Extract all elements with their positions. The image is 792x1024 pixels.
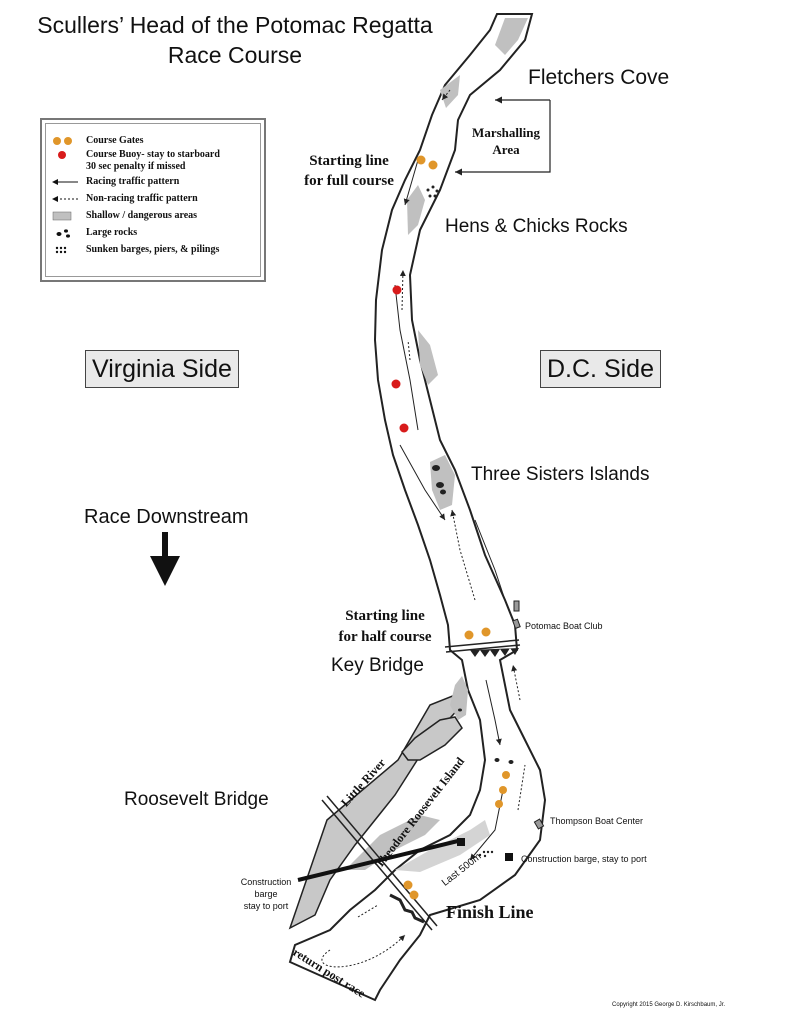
potomac-boat-club-label: Potomac Boat Club [525,621,603,631]
construction-barge-line [297,838,463,882]
start-half-line2: for half course [338,629,432,645]
racing-arrow-icon [52,178,86,186]
legend-row-shallow: Shallow / dangerous areas [52,207,256,224]
construction-left-line2: barge [254,889,278,899]
construction-barge-left-label: Construction barge stay to port [230,876,302,912]
hens-chicks-label: Hens & Chicks Rocks [445,216,628,237]
course-buoy-icon [52,149,86,161]
construction-barge-right-marker [505,853,513,861]
non-racing-arrow-icon [52,195,86,203]
construction-left-line1: Construction [240,877,292,887]
legend-label: Non-racing traffic pattern [86,192,198,204]
marshalling-pointers [455,96,551,176]
legend-row-non-racing: Non-racing traffic pattern [52,190,256,207]
legend-label: Large rocks [86,226,138,238]
starting-line-half-label: Starting line for half course [332,606,438,648]
legend-row-gates: Course Gates [52,132,256,149]
legend-label: Racing traffic pattern [86,175,180,187]
key-bridge [444,639,521,657]
legend-row-barges: Sunken barges, piers, & pilings [52,241,256,258]
three-sisters-label: Three Sisters Islands [471,464,650,485]
large-rocks [432,465,514,764]
race-downstream-arrow [150,532,180,586]
legend-label: Course Buoy- stay to starboard 30 sec pe… [86,149,220,173]
roosevelt-bridge-label: Roosevelt Bridge [124,789,269,810]
fletchers-cove-label: Fletchers Cove [528,66,670,89]
sunken-barges-icon [52,245,86,255]
legend-buoy-line2: 30 sec penalty if missed [86,161,186,172]
shallow-area-icon [52,211,86,221]
large-rocks-icon [52,228,86,238]
legend-label: Shallow / dangerous areas [86,209,198,221]
race-downstream-label: Race Downstream [84,506,249,528]
potomac-boat-club-dock [513,600,520,612]
map-title-line1: Scullers’ Head of the Potomac Regatta [37,12,433,38]
course-gates [403,155,510,900]
start-full-line1: Starting line [309,153,389,169]
legend-row-racing: Racing traffic pattern [52,173,256,190]
non-racing-pattern [321,89,526,968]
legend-buoy-line1: Course Buoy- stay to starboard [86,149,220,160]
marshalling-line1: Marshalling [472,125,540,140]
legend-row-buoy: Course Buoy- stay to starboard 30 sec pe… [52,149,256,173]
course-buoys [391,285,409,433]
sunken-barges [426,185,494,858]
key-bridge-label: Key Bridge [331,655,424,676]
legend-box: Course Gates Course Buoy- stay to starbo… [40,118,266,282]
construction-barge-right-label: Construction barge, stay to port [521,854,647,864]
marshalling-line2: Area [492,142,520,157]
course-gates-icon [52,136,86,146]
copyright-text: Copyright 2015 George D. Kirschbaum, Jr. [612,1002,726,1008]
potomac-boat-club-dock-2 [512,618,521,630]
starting-line-full-label: Starting line for full course [296,151,402,191]
legend-row-rocks: Large rocks [52,224,256,241]
start-full-line2: for full course [304,173,394,189]
construction-barge-left-marker [457,838,465,846]
thompson-boat-center-label: Thompson Boat Center [550,816,644,826]
map-title-line2: Race Course [167,42,303,68]
legend-label: Sunken barges, piers, & pilings [86,243,220,255]
finish-line-label: Finish Line [446,902,534,922]
start-half-line1: Starting line [345,608,425,624]
construction-left-line3: stay to port [243,901,289,911]
marshalling-area-label: Marshalling Area [466,124,546,158]
thompson-dock [533,818,545,830]
dc-side-label: D.C. Side [540,350,661,388]
legend-label: Course Gates [86,134,144,146]
map-title: Scullers’ Head of the Potomac Regatta Ra… [0,10,470,70]
virginia-side-label: Virginia Side [85,350,239,388]
